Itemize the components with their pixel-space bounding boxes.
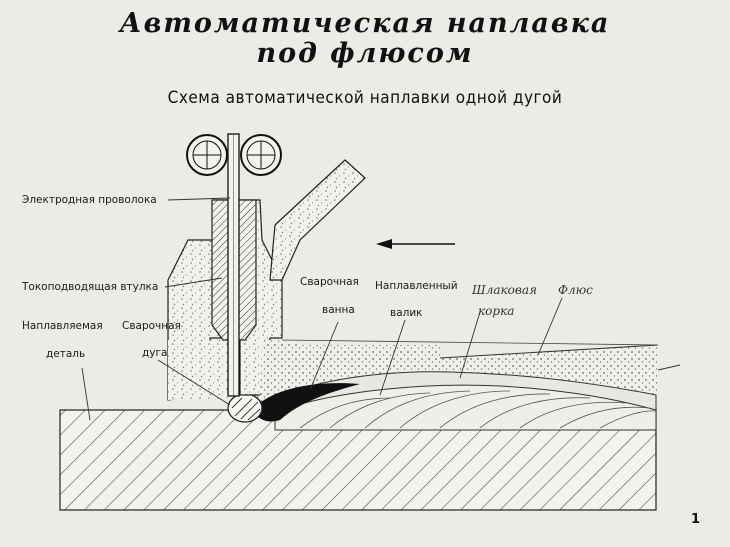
label-bead-line1: Наплавленный [375, 280, 458, 292]
label-pool-line1: Сварочная [300, 276, 359, 288]
title-line-2: под флюсом [256, 38, 474, 69]
title-line-1: Автоматическая наплавка [119, 8, 611, 39]
leader-lines [81, 197, 681, 421]
label-slag-line2: корка [478, 304, 515, 318]
subtitle: Схема автоматической наплавки одной дуго… [167, 88, 563, 108]
welding-arc [227, 393, 263, 423]
page-number: 1 [690, 512, 700, 527]
label-bead-line2: валик [390, 307, 423, 319]
travel-direction-arrow-icon [376, 239, 455, 249]
label-contact-tube: Токоподводящая втулка [22, 281, 159, 293]
label-pool-line2: ванна [322, 304, 355, 316]
deposited-bead [274, 384, 657, 431]
label-arc-line2: дуга [142, 347, 168, 359]
label-workpiece-line2: деталь [46, 348, 86, 360]
feed-roller-right [240, 134, 282, 176]
label-workpiece-line1: Наплавляемая [22, 320, 103, 332]
feed-roller-left [186, 134, 228, 176]
weld-pool [252, 383, 360, 422]
label-electrode-wire: Электродная проволока [22, 194, 157, 206]
label-arc-line1: Сварочная [122, 320, 181, 332]
electrode-wire [227, 133, 240, 397]
label-flux: Флюс [558, 283, 593, 297]
label-slag-line1: Шлаковая [472, 283, 537, 297]
